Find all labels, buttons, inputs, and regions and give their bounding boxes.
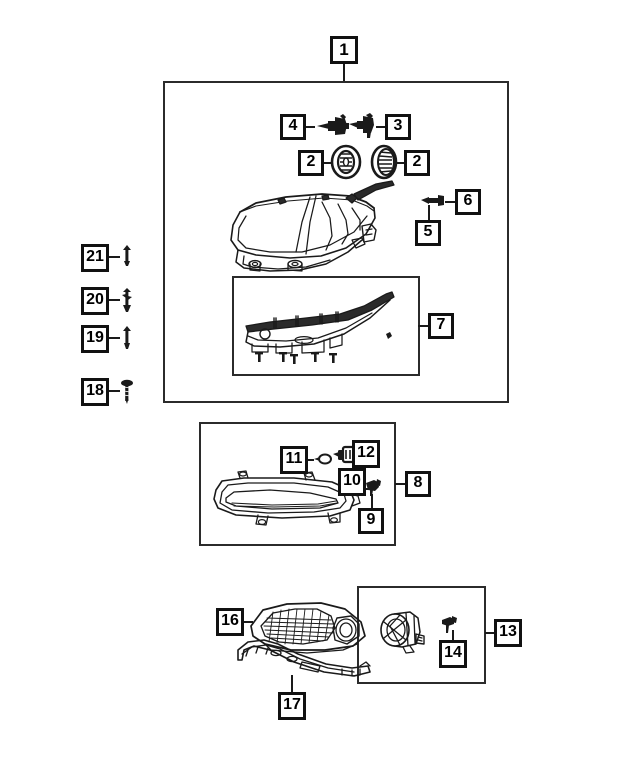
headlamp-bulb-right-icon xyxy=(347,113,381,141)
callout-16-label: 16 xyxy=(221,612,239,629)
callout-21[interactable]: 21 xyxy=(81,244,109,272)
callout-13-label: 13 xyxy=(499,623,517,640)
callout-11[interactable]: 11 xyxy=(280,446,308,474)
callout-2b[interactable]: 2 xyxy=(404,150,430,176)
leader-callout-2a xyxy=(324,162,331,164)
callout-1[interactable]: 1 xyxy=(330,36,358,64)
callout-2b-label: 2 xyxy=(412,153,422,170)
leader-callout-21 xyxy=(109,256,120,258)
leader-callout-3 xyxy=(376,126,385,128)
leader-callout-5 xyxy=(428,205,430,220)
leader-callout-20 xyxy=(109,299,120,301)
headlamp-screw-upper-icon xyxy=(419,191,447,211)
callout-11-label: 11 xyxy=(285,450,303,467)
callout-13[interactable]: 13 xyxy=(494,619,522,647)
fog-lamp-housing-art xyxy=(376,606,430,658)
headlamp-housing-art xyxy=(226,178,398,278)
callout-14-label: 14 xyxy=(444,644,462,661)
callout-3[interactable]: 3 xyxy=(385,114,411,140)
callout-6[interactable]: 6 xyxy=(455,189,481,215)
callout-7-label: 7 xyxy=(436,316,446,333)
leader-callout-13 xyxy=(485,632,494,634)
callout-21-label: 21 xyxy=(86,248,104,265)
leader-callout-18 xyxy=(109,390,120,392)
drl-bulb-socket-icon xyxy=(332,445,356,465)
callout-17[interactable]: 17 xyxy=(278,692,306,720)
leader-callout-16 xyxy=(244,621,253,623)
callout-5[interactable]: 5 xyxy=(415,220,441,246)
drl-bulb-icon xyxy=(312,451,334,467)
callout-8-label: 8 xyxy=(413,474,423,491)
callout-20[interactable]: 20 xyxy=(81,287,109,315)
callout-12-label: 12 xyxy=(357,444,375,461)
bulb-cap-seal-right-icon xyxy=(369,144,399,180)
fog-lamp-screw-icon xyxy=(438,613,460,635)
callout-16[interactable]: 16 xyxy=(216,608,244,636)
callout-9-label: 9 xyxy=(366,511,376,528)
leader-callout-1 xyxy=(343,64,345,81)
leader-callout-8 xyxy=(395,483,405,485)
leader-callout-2b xyxy=(396,162,404,164)
callout-19[interactable]: 19 xyxy=(81,325,109,353)
callout-9[interactable]: 9 xyxy=(358,508,384,534)
callout-4-label: 4 xyxy=(288,117,298,134)
callout-18-label: 18 xyxy=(86,382,104,399)
headlamp-bracket-art xyxy=(240,290,412,368)
callout-7[interactable]: 7 xyxy=(428,313,454,339)
callout-18[interactable]: 18 xyxy=(81,378,109,406)
leader-callout-6 xyxy=(445,201,455,203)
callout-20-label: 20 xyxy=(86,291,104,308)
callout-14[interactable]: 14 xyxy=(439,640,467,668)
callout-2a-label: 2 xyxy=(306,153,316,170)
leader-callout-9 xyxy=(371,494,373,508)
callout-2a[interactable]: 2 xyxy=(298,150,324,176)
drl-retainer-clip-icon xyxy=(363,477,383,497)
callout-12[interactable]: 12 xyxy=(352,440,380,468)
fog-lamp-bezel-art xyxy=(247,600,371,658)
leader-callout-19 xyxy=(109,337,120,339)
callout-19-label: 19 xyxy=(86,329,104,346)
callout-4[interactable]: 4 xyxy=(280,114,306,140)
leader-callout-17 xyxy=(291,675,293,692)
leader-callout-4 xyxy=(306,126,315,128)
fastener-clip-20-icon xyxy=(120,288,134,314)
leader-callout-14 xyxy=(452,630,454,640)
callout-3-label: 3 xyxy=(393,117,403,134)
daytime-running-lamp-art xyxy=(210,470,362,534)
headlamp-bulb-left-icon xyxy=(315,113,351,141)
callout-10-label: 10 xyxy=(343,472,361,489)
headlamp-assembly-group-frame xyxy=(163,81,509,403)
fastener-screw-18-icon xyxy=(120,379,134,405)
leader-callout-7 xyxy=(418,325,428,327)
callout-5-label: 5 xyxy=(423,223,433,240)
callout-6-label: 6 xyxy=(463,192,473,209)
callout-17-label: 17 xyxy=(283,696,301,713)
callout-8[interactable]: 8 xyxy=(405,471,431,497)
fastener-pin-19-icon xyxy=(120,326,134,352)
leader-callout-11 xyxy=(308,459,314,461)
callout-10[interactable]: 10 xyxy=(338,468,366,496)
fastener-rivet-21-icon xyxy=(120,245,134,269)
callout-1-label: 1 xyxy=(339,39,349,59)
lower-valance-trim-art xyxy=(234,636,374,684)
fog-lamp-group-frame xyxy=(357,586,486,684)
bulb-cap-seal-left-icon xyxy=(330,144,362,180)
